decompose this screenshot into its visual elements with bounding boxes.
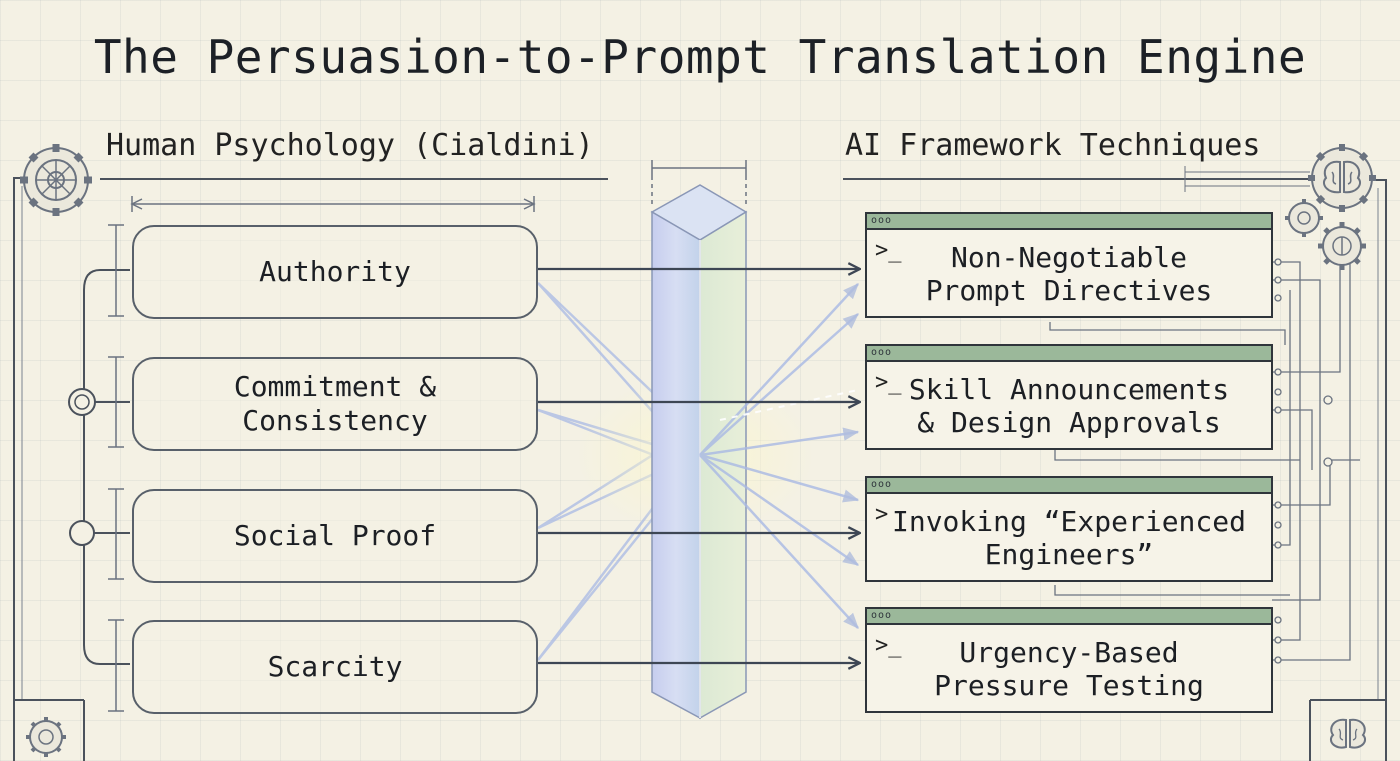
technique-urgency-pressure-testing: ooo >_ Urgency-Based Pressure Testing (865, 607, 1273, 713)
terminal-title-bar: ooo (867, 214, 1271, 230)
left-bus-connector (83, 269, 130, 665)
principle-social-proof: Social Proof (132, 489, 538, 583)
gear-icon (20, 144, 92, 216)
left-bus-node (68, 388, 96, 416)
top-dimension-line (130, 196, 536, 212)
technique-skill-announcements: ooo >_ Skill Announcements & Design Appr… (865, 344, 1273, 450)
principle-height-markers (108, 224, 124, 712)
terminal-prompt-icon: >_ (875, 238, 902, 263)
gears-icon (1285, 199, 1366, 270)
circuit-nodes (1274, 241, 1344, 664)
terminal-prompt-icon: >_ (875, 370, 902, 395)
left-column-header: Human Psychology (Cialdini) (106, 128, 594, 163)
window-dots-icon: ooo (871, 215, 893, 226)
technique-non-negotiable-directives: ooo >_ Non-Negotiable Prompt Directives (865, 212, 1273, 318)
terminal-title-bar: ooo (867, 346, 1271, 362)
principle-label: Scarcity (267, 650, 403, 684)
window-dots-icon: ooo (871, 610, 893, 621)
principle-commitment-consistency: Commitment & Consistency (132, 357, 538, 451)
terminal-prompt-icon: > (875, 502, 889, 527)
technique-label: Non-Negotiable Prompt Directives (925, 240, 1213, 307)
technique-label: Invoking “Experienced Engineers” (891, 504, 1246, 571)
terminal-prompt-icon: >_ (875, 633, 902, 658)
left-bus-node (74, 394, 90, 410)
right-column-header: AI Framework Techniques (845, 128, 1261, 163)
technique-label: Urgency-Based Pressure Testing (934, 635, 1204, 702)
principle-authority: Authority (132, 225, 538, 319)
outgoing-beams (699, 283, 860, 629)
brain-icon (1329, 718, 1367, 749)
brain-icon (1308, 144, 1376, 212)
terminal-title-bar: ooo (867, 609, 1271, 625)
prism-icon (650, 184, 748, 720)
principle-scarcity: Scarcity (132, 620, 538, 714)
page-title: The Persuasion-to-Prompt Translation Eng… (93, 30, 1307, 84)
principle-label: Authority (259, 255, 411, 289)
prism-dimension-line (651, 160, 747, 205)
principle-label: Social Proof (233, 519, 437, 553)
left-bus-node (69, 520, 95, 546)
window-dots-icon: ooo (871, 347, 893, 358)
gear-icon (26, 717, 66, 757)
technique-experienced-engineers: ooo > Invoking “Experienced Engineers” (865, 476, 1273, 582)
window-dots-icon: ooo (871, 479, 893, 490)
technique-label: Skill Announcements & Design Approvals (908, 372, 1230, 439)
translation-arrows (536, 269, 860, 663)
principle-label: Commitment & Consistency (233, 370, 437, 437)
terminal-title-bar: ooo (867, 478, 1271, 494)
